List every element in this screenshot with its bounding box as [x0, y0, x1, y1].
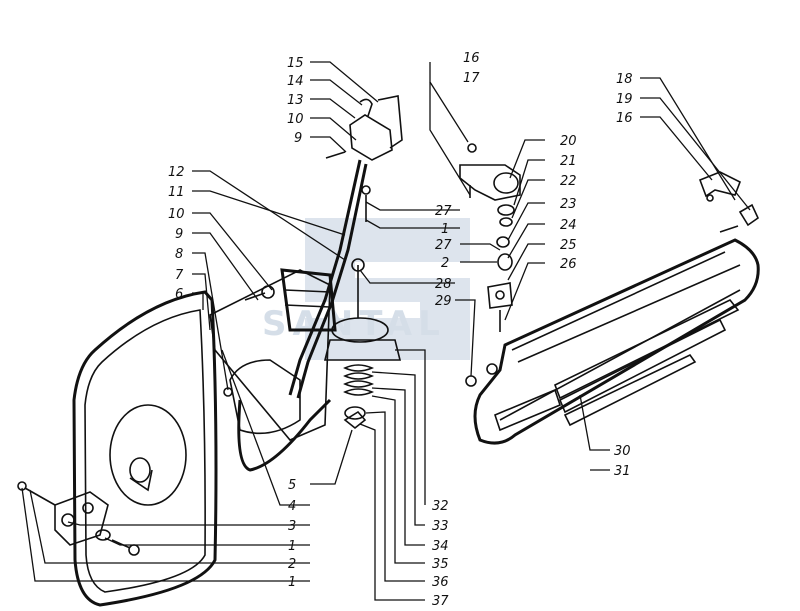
callout-13: 13	[287, 93, 304, 108]
callout-31: 31	[614, 464, 631, 479]
callout-14: 14	[287, 74, 304, 89]
callout-4: 4	[288, 499, 296, 514]
callout-5: 5	[288, 478, 296, 493]
callout-6: 6	[175, 287, 183, 302]
callout-2-upper: 2	[441, 256, 449, 271]
callout-9-lower: 9	[175, 227, 183, 242]
callout-28: 28	[435, 277, 452, 292]
callout-26: 26	[560, 257, 577, 272]
callout-21: 21	[560, 154, 577, 169]
callout-27-lower: 27	[435, 238, 452, 253]
visor-clips	[698, 171, 760, 227]
callout-12: 12	[168, 165, 185, 180]
callout-22: 22	[560, 174, 577, 189]
mirror-assembly	[72, 290, 218, 607]
callout-29: 29	[435, 294, 452, 309]
callout-18: 18	[616, 72, 633, 87]
callout-1-lower-b: 1	[288, 575, 296, 590]
watermark-text: SANTAL	[262, 304, 446, 344]
callout-11: 11	[168, 185, 185, 200]
callout-2-lower: 2	[288, 557, 296, 572]
sun-visor	[465, 225, 760, 445]
callout-15: 15	[287, 56, 304, 71]
callout-9-upper: 9	[294, 131, 302, 146]
callout-30: 30	[614, 444, 631, 459]
callout-20: 20	[560, 134, 577, 149]
callout-19: 19	[616, 92, 633, 107]
callout-32: 32	[432, 499, 449, 514]
callout-3: 3	[288, 519, 296, 534]
callout-33: 33	[432, 519, 449, 534]
callout-8: 8	[175, 247, 183, 262]
callout-16-right: 16	[616, 111, 633, 126]
callout-17: 17	[463, 71, 480, 86]
pivot-stack	[323, 258, 402, 430]
callout-27-upper: 27	[435, 204, 452, 219]
callout-37: 37	[432, 594, 449, 609]
callout-1-lower-a: 1	[288, 539, 296, 554]
support-arm	[288, 95, 403, 399]
callout-24: 24	[560, 218, 577, 233]
callout-10-upper: 10	[287, 112, 304, 127]
callout-25: 25	[560, 238, 577, 253]
callout-36: 36	[432, 575, 449, 590]
upper-right-bracket	[459, 143, 521, 332]
callout-34: 34	[432, 539, 449, 554]
callout-labels: 15 14 13 10 9 12 11 10 9 8 7 6 16 17 20 …	[168, 51, 633, 609]
callout-1-upper: 1	[441, 222, 449, 237]
callout-10-lower: 10	[168, 207, 185, 222]
callout-7: 7	[175, 268, 184, 283]
callout-16-middle: 16	[463, 51, 480, 66]
callout-35: 35	[432, 557, 449, 572]
callout-23: 23	[560, 197, 577, 212]
leader-lines	[21, 61, 751, 601]
